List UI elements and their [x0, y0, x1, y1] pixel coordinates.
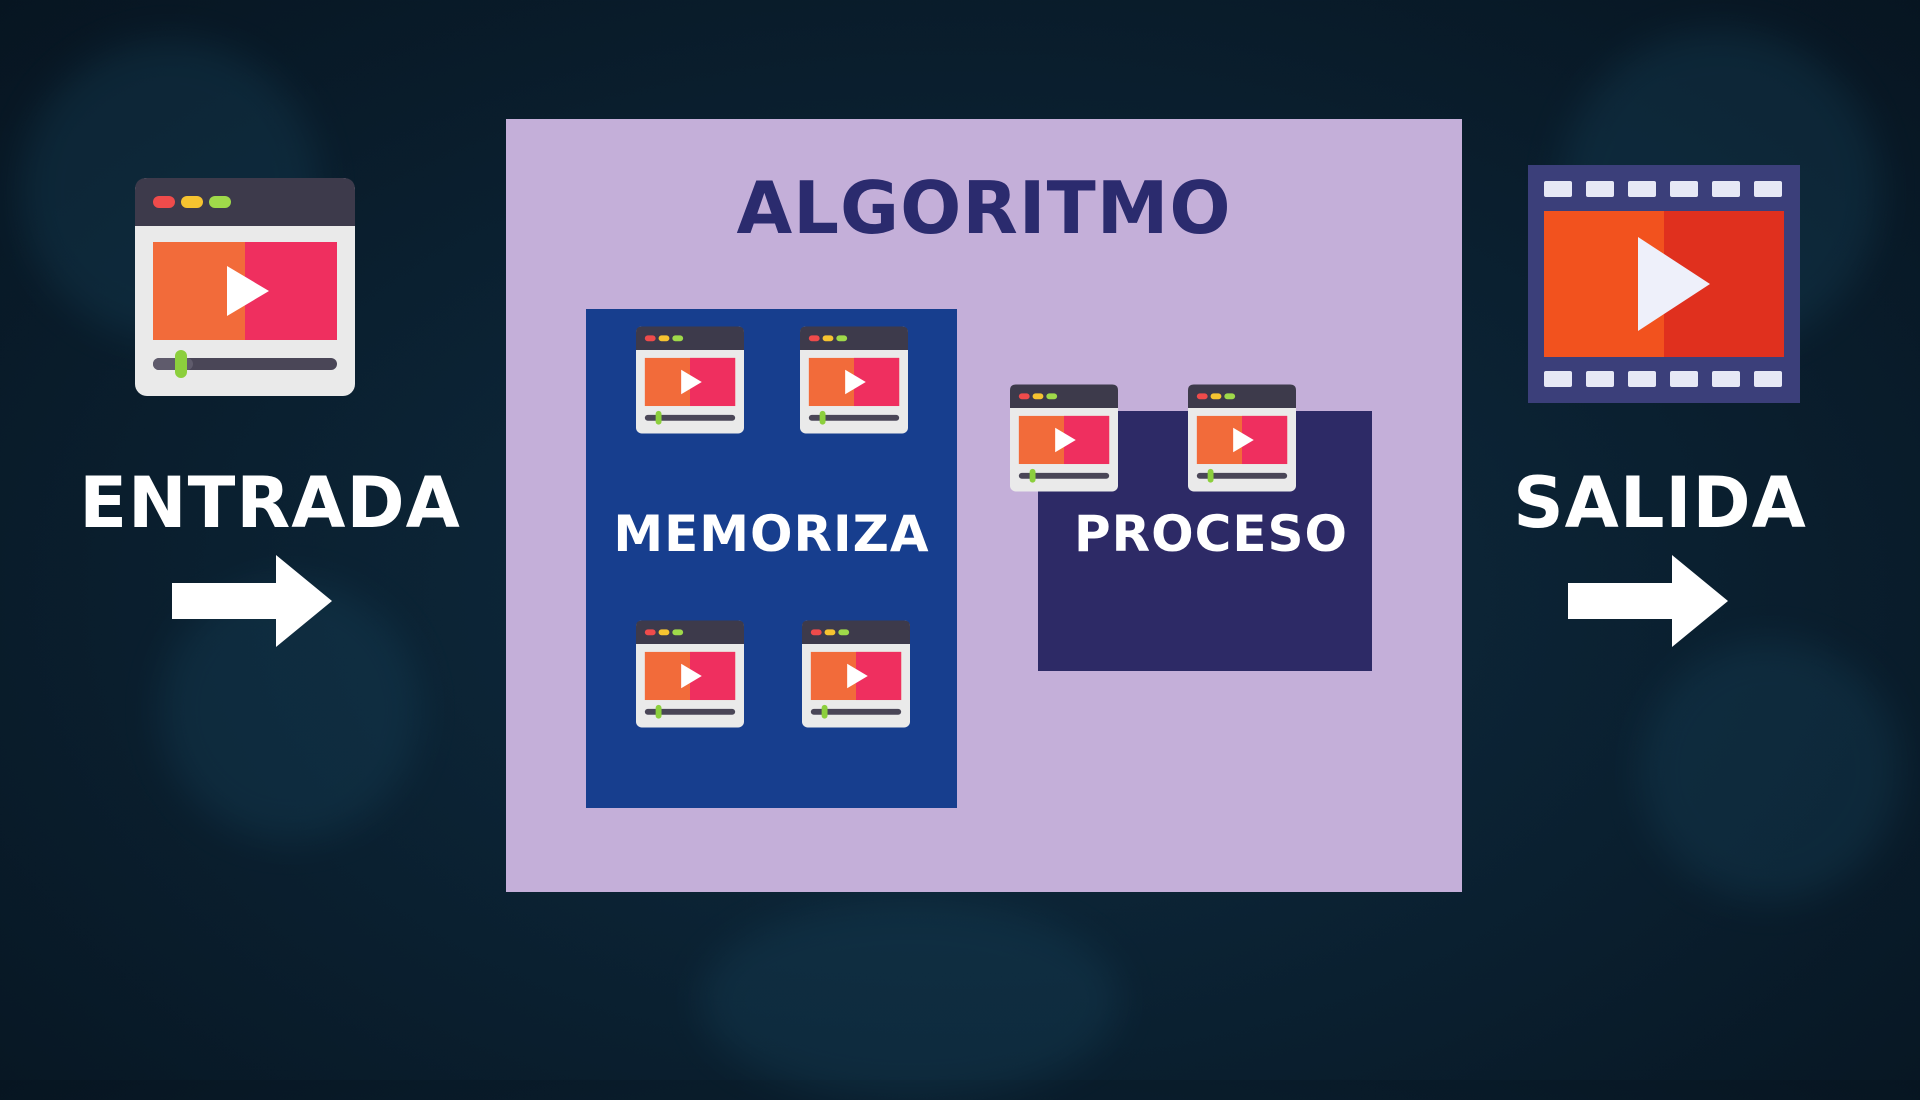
input-label: ENTRADA [79, 462, 461, 544]
video-thumbnail-icon [1188, 384, 1296, 492]
process-label: PROCESO [1073, 505, 1349, 563]
video-player-icon [135, 178, 355, 396]
video-thumbnail-icon [802, 620, 910, 728]
video-thumbnail-icon [636, 326, 744, 434]
background-bokeh [700, 900, 1120, 1100]
arrow-right-icon [1568, 555, 1728, 647]
video-thumbnail-icon [1010, 384, 1118, 492]
output-label: SALIDA [1513, 462, 1807, 544]
background-bokeh [1640, 640, 1900, 900]
video-thumbnail-icon [636, 620, 744, 728]
algorithm-title: ALGORITMO [736, 166, 1232, 250]
arrow-right-icon [172, 555, 332, 647]
memorize-label: MEMORIZA [613, 505, 930, 563]
film-video-icon [1528, 165, 1800, 403]
video-thumbnail-icon [800, 326, 908, 434]
